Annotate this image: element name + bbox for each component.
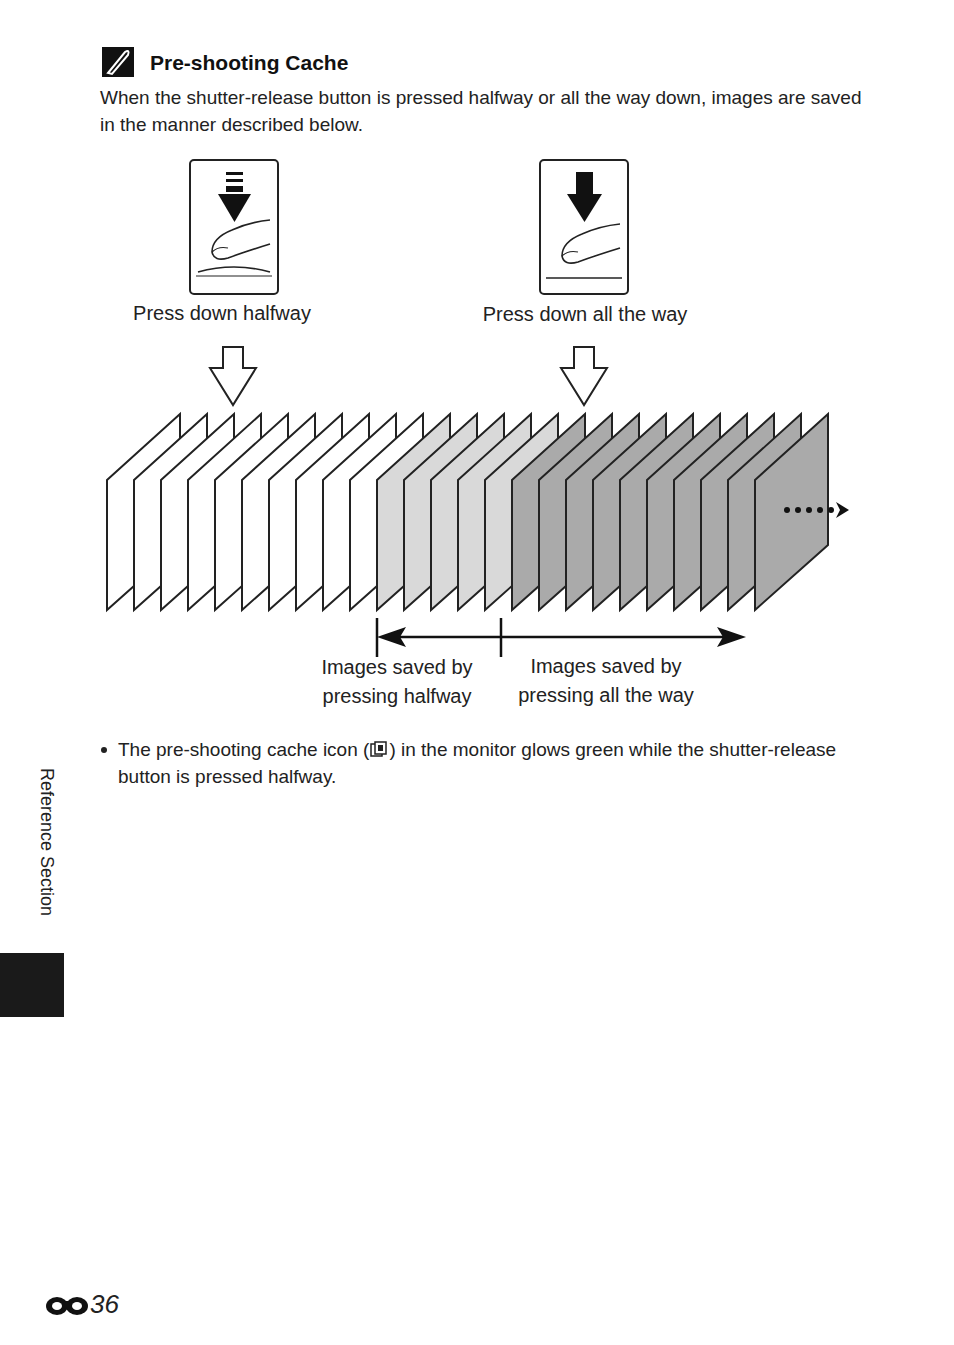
cache-icon (370, 741, 388, 759)
intro-text: When the shutter-release button is press… (100, 84, 870, 138)
button-icon (190, 160, 278, 294)
arrow-head (717, 627, 746, 647)
reference-glyph (46, 1297, 88, 1315)
section-label: Reference Section (37, 768, 57, 916)
page-number: 36 (90, 1289, 150, 1319)
hollow-arrow (561, 347, 607, 405)
image-frame (755, 414, 828, 610)
button-icon (540, 160, 628, 294)
bullet-note: The pre-shooting cache icon () in the mo… (118, 736, 848, 790)
range-bracket (377, 618, 732, 657)
button-label: Press down halfway (102, 300, 342, 327)
frame-stack (107, 414, 828, 610)
range-label: Images saved by pressing halfway (307, 653, 487, 711)
arrow-head (377, 627, 406, 647)
pen-symbol (108, 51, 129, 74)
section-tab (0, 953, 64, 1017)
button-label: Press down all the way (445, 301, 725, 328)
note-icon (102, 47, 134, 77)
bullet (101, 747, 107, 753)
range-label: Images saved by pressing all the way (499, 652, 714, 710)
hollow-arrow (210, 347, 256, 405)
note-title: Pre-shooting Cache (150, 51, 348, 75)
continuation-arrow (784, 502, 849, 518)
note-text: The pre-shooting cache icon ( (118, 739, 369, 760)
